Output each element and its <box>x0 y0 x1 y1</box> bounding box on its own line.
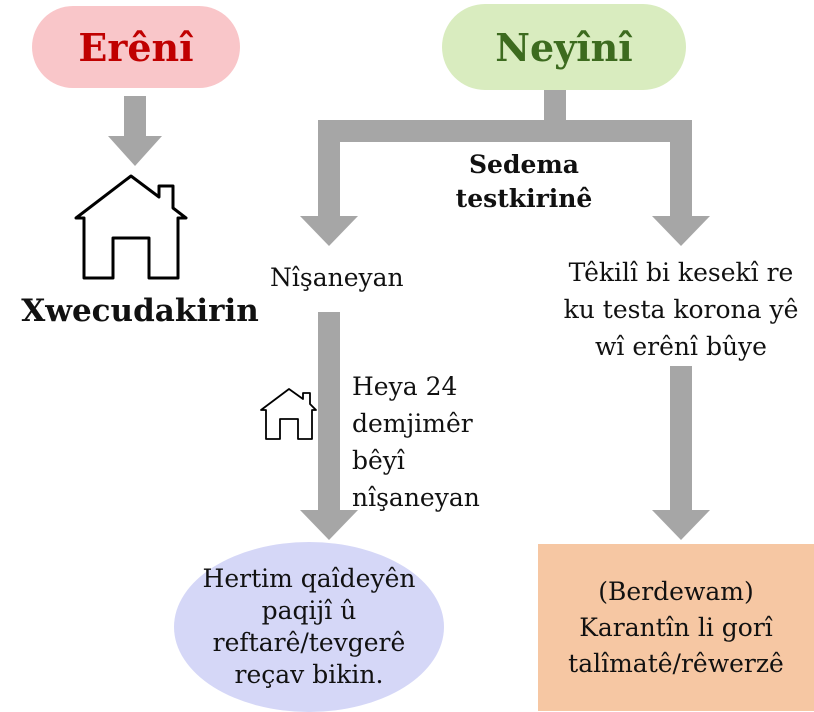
arrow-split-left-head <box>300 216 358 246</box>
arrow-erêni-shaft <box>124 96 146 138</box>
arrow-symptoms-shaft <box>318 312 340 512</box>
symptom-free-note: Heya 24 demjimêr bêyî nîşaneyan <box>352 372 480 512</box>
negative-result-label: Neyînî <box>442 4 686 90</box>
arrow-split-right-shaft <box>670 120 692 218</box>
arrow-split-right-head <box>652 216 710 246</box>
quarantine-outcome: (Berdewam) Karantîn li gorî talîmatê/rêw… <box>538 544 814 711</box>
arrow-split-left-shaft <box>318 120 340 218</box>
positive-result-label: Erênî <box>32 6 240 88</box>
negative-result-text: Neyînî <box>495 24 633 70</box>
symptoms-label: Nîşaneyan <box>270 263 404 292</box>
arrow-neyini-stem <box>544 90 566 128</box>
house-icon <box>260 388 317 440</box>
hygiene-rules-outcome: Hertim qaîdeyên paqijî û reftarê/tevgerê… <box>174 542 444 712</box>
self-isolation-label: Xwecudakirin <box>21 293 259 329</box>
hygiene-rules-text: Hertim qaîdeyên paqijî û reftarê/tevgerê… <box>202 564 416 689</box>
positive-result-text: Erênî <box>78 24 194 70</box>
arrow-contact-shaft <box>670 366 692 512</box>
house-icon <box>74 174 188 280</box>
contact-label: Têkilî bi kesekî re ku testa korona yê w… <box>563 258 799 361</box>
arrow-symptoms-head <box>300 510 358 540</box>
arrow-erêni-head <box>108 136 162 166</box>
arrow-contact-head <box>652 510 710 540</box>
test-reason-label: Sedema testkirinê <box>455 150 593 213</box>
split-bar <box>318 120 692 142</box>
quarantine-text: (Berdewam) Karantîn li gorî talîmatê/rêw… <box>568 576 784 678</box>
